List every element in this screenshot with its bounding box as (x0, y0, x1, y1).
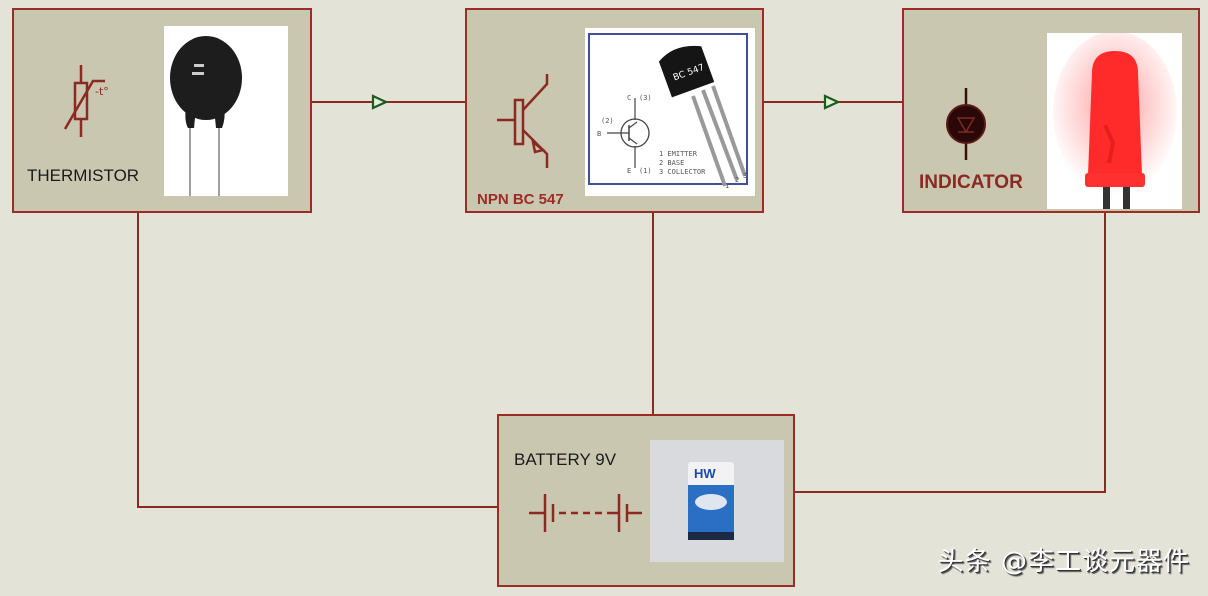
thermistor-label: THERMISTOR (27, 166, 140, 185)
thermistor-symbol-icon: -t° (63, 65, 109, 137)
svg-text:1: 1 (725, 182, 729, 190)
pin-legend-1: 1 EMITTER (659, 150, 698, 158)
pin-legend-2: 2 BASE (659, 159, 684, 167)
svg-text:3: 3 (743, 172, 747, 180)
battery-brand: HW (694, 466, 716, 481)
indicator-block[interactable]: INDICATOR (902, 8, 1200, 213)
svg-text:B: B (597, 130, 601, 138)
battery-block[interactable]: BATTERY 9V HW (497, 414, 795, 587)
signal-arrow-1 (371, 94, 389, 110)
svg-text:E: E (627, 167, 631, 175)
wire-indicator-down (1104, 211, 1106, 493)
svg-text:(3): (3) (639, 94, 652, 102)
wire-battery-to-indicator (793, 491, 1106, 493)
transistor-datasheet-image: BC 547 C (3) (2) B E (1) 1 EMITTER 2 BAS… (585, 28, 755, 196)
wire-thermistor-to-battery (137, 506, 499, 508)
led-photo (1047, 31, 1182, 209)
transistor-block[interactable]: NPN BC 547 BC 547 C (3) (2) B E (465, 8, 764, 213)
transistor-label: NPN BC 547 (477, 191, 564, 208)
svg-text:(1): (1) (639, 167, 652, 175)
led-symbol-icon (946, 88, 986, 160)
thermistor-block[interactable]: -t° THERMISTOR (12, 8, 312, 213)
wire-thermistor-down (137, 211, 139, 508)
svg-text:2: 2 (735, 176, 739, 184)
signal-arrow-2 (823, 94, 841, 110)
wire-transistor-to-battery (652, 211, 654, 416)
svg-text:(2): (2) (601, 117, 614, 125)
battery-label: BATTERY 9V (514, 450, 617, 469)
watermark: 头条 @李工谈元器件 (937, 547, 1190, 577)
svg-text:C: C (627, 94, 631, 102)
pin-legend-3: 3 COLLECTOR (659, 168, 706, 176)
thermistor-photo (164, 26, 288, 196)
battery-symbol-icon (529, 494, 642, 532)
npn-transistor-symbol-icon (497, 74, 549, 168)
thermistor-temp-mark: -t° (95, 85, 109, 98)
indicator-label: INDICATOR (919, 172, 1023, 193)
battery-photo: HW (650, 440, 784, 562)
